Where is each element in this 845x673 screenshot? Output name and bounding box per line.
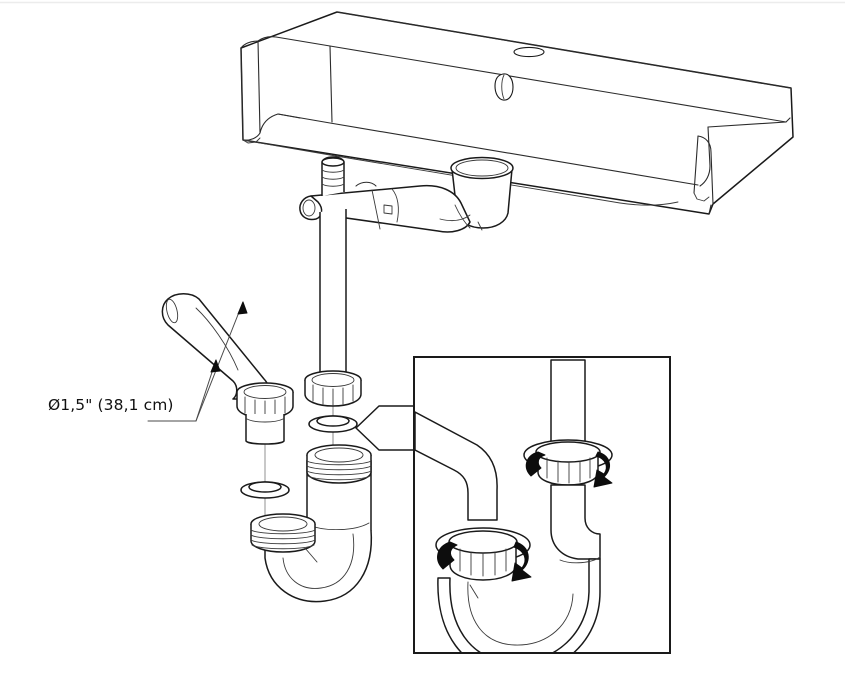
inset-inlet-pipe (415, 411, 498, 521)
basin-right-return-foot (693, 192, 710, 202)
bend-thread-4 (251, 544, 315, 550)
hose-barb (321, 156, 345, 196)
dimension-arrow-upper (237, 301, 248, 315)
dimension-leader-line (195, 301, 244, 422)
trap-riser-thread-collar (306, 444, 372, 484)
inlet-pipe-assembly (161, 293, 294, 445)
inlet-pipe-spigot (245, 414, 285, 445)
basin-left-bottom-lip (242, 137, 261, 144)
diameter-dimension-label: Ø1,5" (38,1 cm) (48, 396, 174, 414)
basin-front-apron-edge (242, 139, 621, 204)
washer-lower (240, 481, 290, 499)
riser-thread-2 (306, 465, 372, 471)
inset-nut-lower (435, 527, 531, 581)
diameter-leader (147, 301, 248, 422)
inset-rotate-arrow-lower-left (437, 541, 458, 570)
drain-body-right-crease (439, 214, 471, 222)
drain-cup-to-barrel-joint (454, 204, 471, 229)
basin-left-outer-edge (240, 47, 244, 141)
bend-collar-bore (258, 516, 308, 532)
drain-body-seam-b (391, 188, 399, 223)
riser-thread-4 (307, 475, 371, 481)
washer-upper-bore (316, 415, 350, 427)
basin-right-return-outer (708, 204, 712, 215)
riser-collar-bore (314, 447, 364, 463)
basin-bowl-right-fillet (699, 126, 711, 187)
drain-cup-inner-rim (455, 159, 509, 177)
trap-assembly (250, 444, 373, 603)
basin-bowl-bottom-front-edge (277, 113, 699, 186)
drain-body-top-tab (355, 181, 377, 187)
inset-trap-bend (437, 558, 601, 652)
basin-bowl-right-rear (785, 117, 791, 123)
basin-rear-top-edge (336, 11, 792, 89)
trap-bend-thread-collar (250, 513, 318, 563)
dimension-arrow-lower (210, 359, 221, 373)
hose-barb-rib-2 (321, 176, 345, 180)
riser-thread-1 (306, 460, 372, 466)
inset-trap-lower-joint (469, 584, 479, 599)
detail-inset (413, 356, 671, 654)
detail-callout-pointer (355, 405, 415, 451)
nut-upper[interactable] (304, 370, 362, 407)
inset-nut-upper (523, 439, 613, 486)
washer-lower-bore (248, 481, 282, 493)
bend-collar-body (250, 524, 316, 553)
inset-trap-bend-inner (467, 581, 574, 646)
inset-trap-upper-joint (559, 556, 601, 564)
drain-body-assembly (299, 156, 514, 233)
inset-nut-upper-bore (535, 441, 601, 463)
trap-bend-inner-line (282, 533, 355, 589)
tailpiece-body (319, 209, 347, 381)
drain-body-left-port (302, 199, 316, 217)
riser-collar-body (306, 455, 372, 484)
drain-body-seam-a (371, 189, 381, 230)
nut-upper-bore (311, 373, 355, 387)
bend-thread-2 (250, 534, 316, 540)
inset-tailpiece-lower (550, 484, 601, 560)
inset-rotate-arrow-lower-right (511, 541, 532, 582)
inset-nut-lower-bore (448, 530, 518, 554)
basin-right-return-inner (697, 135, 714, 205)
inlet-pipe-open-end (165, 298, 179, 324)
drain-cup-base-crease (477, 221, 483, 231)
inset-rotate-arrow-upper-right (593, 451, 613, 488)
inset-rotate-arrow-upper-left (525, 451, 546, 477)
detail-inset-frame (413, 356, 671, 654)
faucet-hole (513, 46, 545, 58)
bend-thread-3 (250, 539, 316, 545)
basin (240, 11, 794, 215)
basin-left-rim-round (240, 40, 259, 49)
basin-backsplash-inner-edge (257, 36, 787, 123)
nut-lower-bore (243, 385, 287, 399)
washer-upper (308, 415, 358, 433)
drain-body-clip-detail (383, 204, 393, 215)
basin-right-return-crease (693, 135, 699, 194)
hose-barb-top (321, 157, 345, 167)
overflow-slot (494, 73, 514, 101)
inlet-pipe-spigot-crease (246, 418, 284, 423)
inlet-pipe-elbow-crease (195, 307, 239, 371)
bend-thread-1 (250, 529, 316, 535)
nut-lower[interactable] (236, 382, 294, 419)
basin-bowl-rear-shelf (707, 121, 787, 128)
hose-barb-rib-3 (321, 183, 345, 187)
riser-thread-3 (306, 470, 372, 476)
tailpiece (319, 209, 347, 381)
drain-cup-rim (450, 156, 514, 180)
bend-collar-tick (304, 547, 318, 563)
basin-bowl-rear-corner-crease (329, 45, 333, 123)
basin-front-apron-notch (619, 201, 679, 206)
hose-barb-rib-1 (321, 169, 345, 173)
